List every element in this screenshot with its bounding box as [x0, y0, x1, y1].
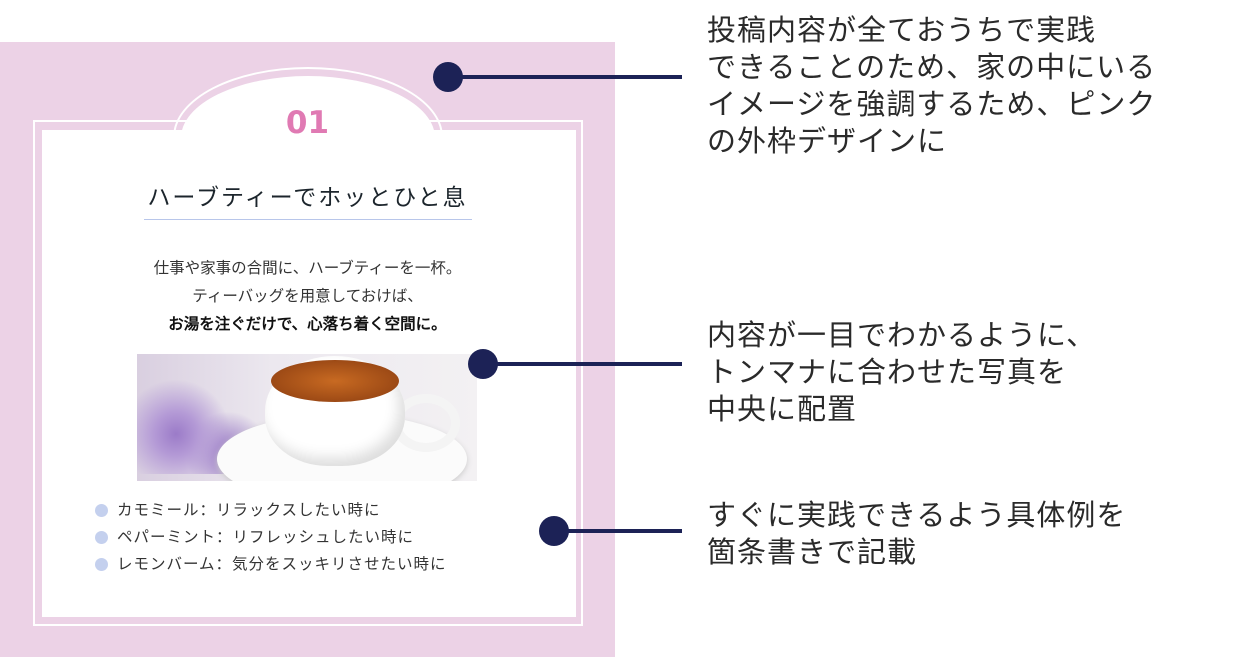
pointer-line — [490, 362, 682, 366]
herb-list: カモミール：リラックスしたい時に ペパーミント：リフレッシュしたい時に レモンバ… — [95, 497, 447, 578]
annotation-frame: 投稿内容が全ておうちで実践 できることのため、家の中にいる イメージを強調するた… — [707, 13, 1157, 158]
bullet-icon — [95, 558, 108, 571]
body-line: ティーバッグを用意しておけば、 — [192, 287, 423, 305]
card-text: 仕事や家事の合間に、ハーブティーを一杯。 ティーバッグを用意しておけば、 お湯を… — [0, 254, 615, 338]
pointer-line — [455, 75, 682, 79]
list-item: カモミール：リラックスしたい時に — [95, 497, 447, 524]
pointer-line — [560, 529, 682, 533]
tea — [271, 360, 399, 402]
card-number: 01 — [285, 105, 330, 141]
annotation-photo: 内容が一目でわかるように、 トンマナに合わせた写真を 中央に配置 — [707, 318, 1097, 426]
arch-top — [181, 76, 435, 216]
body-bold-line: お湯を注ぐだけで、心落ち着く空間に。 — [168, 315, 447, 333]
list-item: ペパーミント：リフレッシュしたい時に — [95, 524, 447, 551]
list-item: レモンバーム：気分をスッキリさせたい時に — [95, 551, 447, 578]
card-title: ハーブティーでホッとひと息 — [147, 185, 468, 211]
annotation-list: すぐに実践できるよう具体例を 箇条書きで記載 — [707, 498, 1127, 569]
body-line: 仕事や家事の合間に、ハーブティーを一杯。 — [153, 259, 462, 277]
bullet-icon — [95, 504, 108, 517]
bullet-icon — [95, 531, 108, 544]
herb-tea-photo — [137, 354, 477, 481]
title-underline — [144, 219, 472, 220]
